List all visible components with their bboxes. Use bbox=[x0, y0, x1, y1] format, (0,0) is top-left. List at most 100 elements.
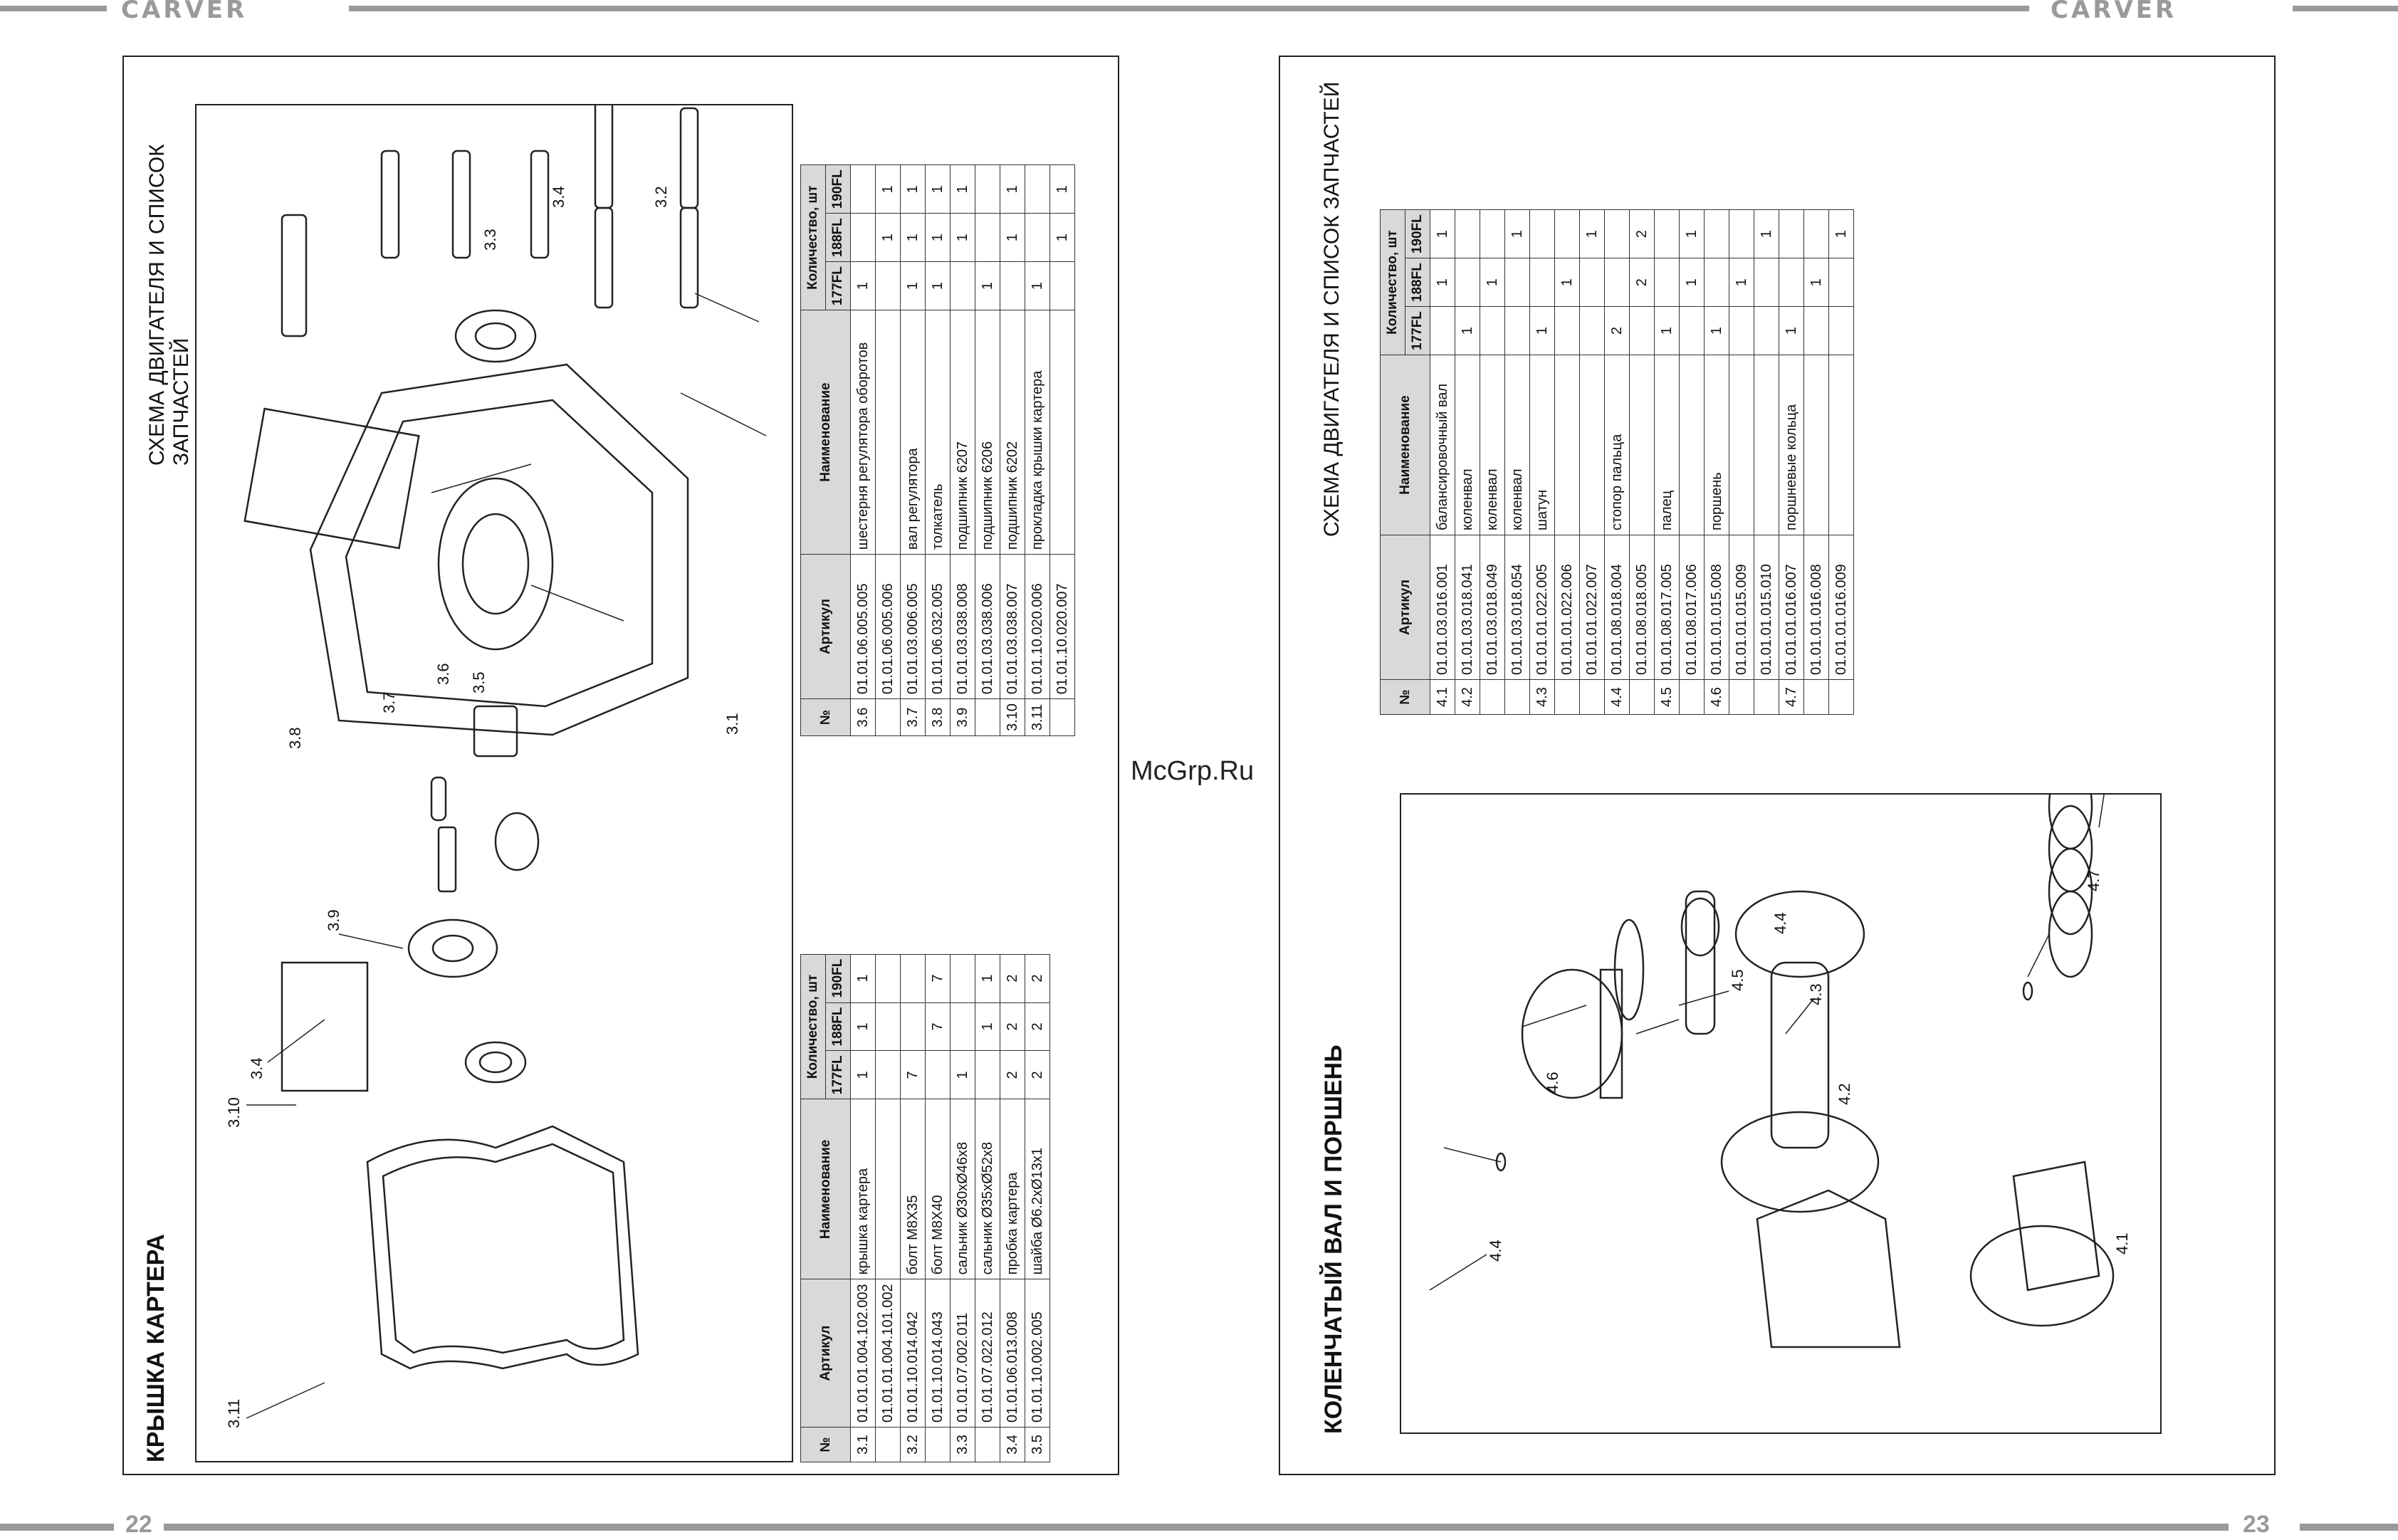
cell-article: 01.01.10.020.007 bbox=[1049, 554, 1075, 699]
cell-qty-188fl bbox=[1025, 213, 1050, 262]
page-title: КРЫШКА КАРТЕРА bbox=[142, 1234, 169, 1462]
cell-name: шатун bbox=[1529, 355, 1555, 535]
cell-qty-188fl bbox=[1704, 258, 1729, 307]
cell-qty-190fl: 7 bbox=[925, 954, 951, 1003]
cell-qty-188fl: 1 bbox=[975, 1002, 1000, 1051]
cell-name: шестерня регулятора оборотов bbox=[850, 310, 876, 555]
cell-name bbox=[1754, 355, 1779, 535]
cell-name: подшипник 6207 bbox=[950, 310, 975, 555]
cell-article: 01.01.03.018.054 bbox=[1504, 535, 1530, 680]
cell-qty-190fl: 2 bbox=[1025, 954, 1050, 1003]
cell-num bbox=[1579, 679, 1605, 715]
cell-name bbox=[875, 1099, 901, 1279]
cell-num bbox=[1504, 679, 1530, 715]
cell-qty-177fl: 2 bbox=[1604, 306, 1630, 355]
cell-qty-188fl: 1 bbox=[950, 213, 975, 262]
cell-qty-190fl bbox=[1529, 209, 1555, 258]
cell-qty-188fl bbox=[1455, 258, 1480, 307]
callout-4-5: 4.5 bbox=[1729, 969, 1747, 991]
cell-name: сальник Ø30xØ46x8 bbox=[950, 1099, 975, 1279]
cell-qty-190fl: 1 bbox=[1504, 209, 1530, 258]
cell-name: толкатель bbox=[925, 310, 951, 555]
cell-qty-177fl bbox=[975, 1050, 1000, 1099]
cell-qty-190fl: 1 bbox=[1049, 164, 1075, 214]
cell-qty-190fl: 1 bbox=[1679, 209, 1705, 258]
callout-3-2: 3.2 bbox=[652, 186, 670, 208]
callout-4-1: 4.1 bbox=[2113, 1232, 2131, 1254]
cell-qty-190fl: 1 bbox=[900, 164, 926, 214]
cell-qty-190fl: 2 bbox=[1000, 954, 1025, 1003]
page-title: КОЛЕНЧАТЫЙ ВАЛ И ПОРШЕНЬ bbox=[1320, 1044, 1347, 1434]
callout-4-3: 4.3 bbox=[1807, 983, 1825, 1005]
callout-3-7: 3.7 bbox=[380, 691, 398, 713]
col-article: Артикул bbox=[800, 1279, 851, 1428]
cell-article: 01.01.08.017.005 bbox=[1654, 535, 1680, 680]
cell-qty-177fl bbox=[1480, 306, 1505, 355]
cell-qty-177fl: 2 bbox=[1025, 1050, 1050, 1099]
cell-qty-177fl bbox=[875, 1050, 901, 1099]
cell-num: 3.8 bbox=[925, 698, 951, 736]
cell-article: 01.01.08.017.006 bbox=[1679, 535, 1705, 680]
cell-qty-188fl bbox=[975, 213, 1000, 262]
cell-article: 01.01.01.016.009 bbox=[1828, 535, 1854, 680]
cell-qty-190fl bbox=[1803, 209, 1829, 258]
parts-table-2: № Артикул Наименование Количество, шт 17… bbox=[800, 164, 1075, 736]
cell-qty-188fl: 7 bbox=[925, 1002, 951, 1051]
cell-name bbox=[1049, 310, 1075, 555]
header-bar bbox=[0, 6, 2398, 11]
cell-qty-188fl bbox=[1779, 258, 1804, 307]
cell-qty-188fl: 1 bbox=[900, 213, 926, 262]
cell-qty-190fl: 1 bbox=[850, 954, 876, 1003]
cell-qty-177fl: 7 bbox=[900, 1050, 926, 1099]
page-subtitle: СХЕМА ДВИГАТЕЛЯ И СПИСОК ЗАПЧАСТЕЙ bbox=[1320, 81, 1344, 537]
cell-article: 01.01.01.015.009 bbox=[1729, 535, 1754, 680]
cell-qty-188fl: 1 bbox=[1803, 258, 1829, 307]
cell-num bbox=[1480, 679, 1505, 715]
cell-qty-188fl bbox=[1504, 258, 1530, 307]
cell-num: 4.4 bbox=[1604, 679, 1630, 715]
cell-num: 3.3 bbox=[950, 1427, 975, 1462]
cell-num: 4.3 bbox=[1529, 679, 1555, 715]
cell-qty-188fl bbox=[1754, 258, 1779, 307]
cell-qty-177fl: 1 bbox=[1025, 261, 1050, 310]
callout-4-2: 4.2 bbox=[1836, 1083, 1853, 1105]
cell-qty-188fl: 1 bbox=[925, 213, 951, 262]
cell-qty-177fl bbox=[1754, 306, 1779, 355]
cell-article: 01.01.03.038.008 bbox=[950, 554, 975, 699]
cell-name: пробка картера bbox=[1000, 1099, 1025, 1279]
cell-qty-177fl: 1 bbox=[1455, 306, 1480, 355]
cell-article: 01.01.01.015.008 bbox=[1704, 535, 1729, 680]
cell-qty-188fl bbox=[875, 1002, 901, 1051]
cell-name: поршень bbox=[1704, 355, 1729, 535]
cell-qty-190fl bbox=[1654, 209, 1680, 258]
cell-qty-177fl bbox=[925, 1050, 951, 1099]
cell-num bbox=[1828, 679, 1854, 715]
exploded-diagram-panel: 4.4 4.6 4.5 4.3 4.2 4.1 4.4 4.7 bbox=[1400, 793, 2162, 1434]
cell-article: 01.01.03.018.041 bbox=[1455, 535, 1480, 680]
cell-num: 4.7 bbox=[1779, 679, 1804, 715]
cell-qty-190fl: 1 bbox=[1000, 164, 1025, 214]
col-name: Наименование bbox=[1380, 355, 1430, 535]
cell-num bbox=[1049, 698, 1075, 736]
col-num: № bbox=[1380, 679, 1430, 715]
cell-qty-190fl: 1 bbox=[975, 954, 1000, 1003]
table-row: 01.01.01.015.009 1 bbox=[1729, 209, 1754, 715]
cell-qty-188fl: 1 bbox=[1729, 258, 1754, 307]
cell-qty-177fl: 1 bbox=[1779, 306, 1804, 355]
cell-qty-177fl: 1 bbox=[950, 1050, 975, 1099]
callout-3-4-b: 3.4 bbox=[550, 186, 567, 208]
cell-num bbox=[1729, 679, 1754, 715]
cell-article: 01.01.07.002.011 bbox=[950, 1279, 975, 1428]
cell-num bbox=[975, 1427, 1000, 1462]
col-188fl: 188FL bbox=[1405, 258, 1430, 307]
callout-3-6: 3.6 bbox=[434, 663, 452, 685]
cell-qty-188fl: 1 bbox=[1049, 213, 1075, 262]
